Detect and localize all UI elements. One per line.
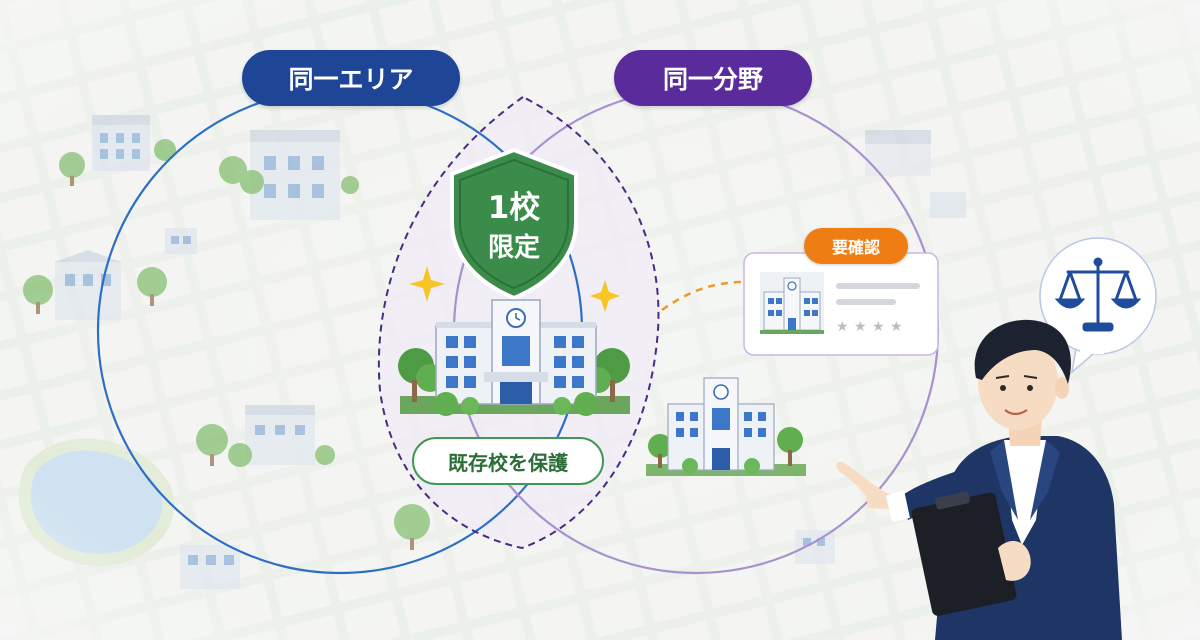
- shield-label-line1: 1校: [487, 190, 541, 226]
- background-buildings: [55, 115, 966, 589]
- svg-text:★: ★: [836, 319, 849, 335]
- needs-check-badge: 要確認: [804, 228, 908, 264]
- rating-stars: ★ ★ ★ ★: [836, 319, 903, 335]
- shield-label-line2: 限定: [487, 233, 540, 263]
- svg-text:★: ★: [872, 319, 885, 335]
- overlap-dashed-outline: [377, 95, 660, 550]
- svg-text:★: ★: [890, 319, 903, 335]
- shield-label: 1校 限定: [452, 188, 576, 268]
- protect-existing-school-badge: 既存校を保護: [412, 437, 604, 485]
- connector-dashed: [661, 280, 746, 312]
- shield-icon: [450, 147, 578, 301]
- svg-text:★: ★: [854, 319, 867, 335]
- sparkle-icon: [409, 266, 620, 312]
- other-school: [646, 377, 806, 476]
- card-school-icon: [760, 272, 824, 334]
- field-label-pill: 同一分野: [614, 50, 812, 106]
- area-label-pill: 同一エリア: [242, 50, 460, 106]
- scale-of-justice-icon: [1054, 257, 1142, 332]
- protected-school: [398, 299, 630, 416]
- businessman: [836, 319, 1122, 640]
- review-card: ★ ★ ★ ★: [743, 252, 939, 356]
